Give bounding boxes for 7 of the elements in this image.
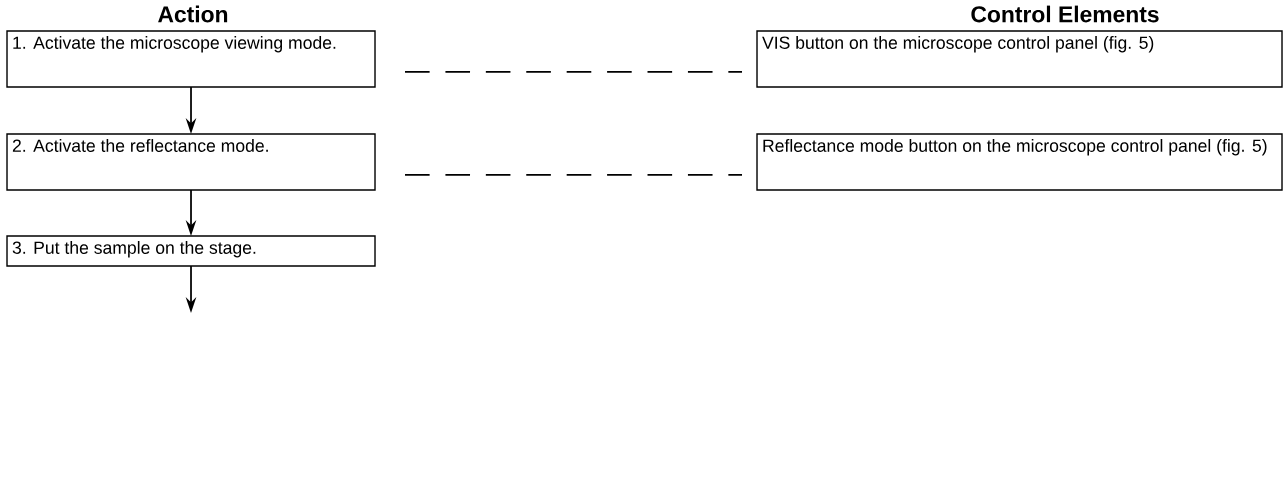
dashed-connector [404,174,743,176]
dashed-connector [404,71,743,73]
step-box: 3. Put the sample on the stage. [6,235,376,267]
step-box: 1. Activate the microscope viewing mode. [6,30,376,88]
control-box: VIS button on the microscope control panel (fig. 5) [756,30,1283,88]
control-box: Reflectance mode button on the microscope control panel (fig. 5) [756,133,1283,191]
step-box: 2. Activate the reflectance mode. [6,133,376,191]
